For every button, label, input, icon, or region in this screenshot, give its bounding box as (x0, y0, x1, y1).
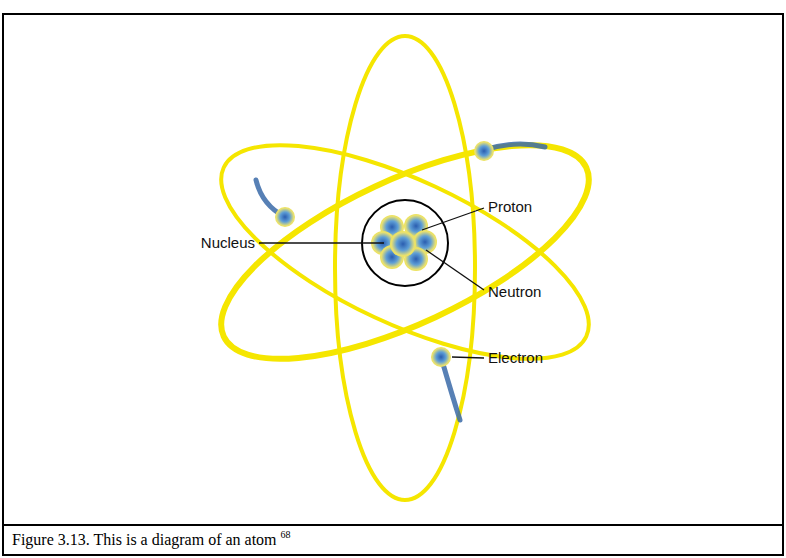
caption-divider (3, 524, 783, 526)
part-label: Electron (488, 349, 543, 367)
figure-caption: Figure 3.13. This is a diagram of an ato… (12, 530, 277, 550)
part-label: Proton (488, 198, 532, 216)
part-label: Neutron (488, 283, 541, 301)
footnote-number: 68 (281, 529, 291, 541)
leader-lines (259, 208, 484, 358)
figure-frame (3, 14, 783, 555)
part-label: Nucleus (201, 234, 255, 252)
orbits (193, 36, 616, 500)
electrons (275, 141, 494, 367)
electron-trails (256, 144, 545, 420)
